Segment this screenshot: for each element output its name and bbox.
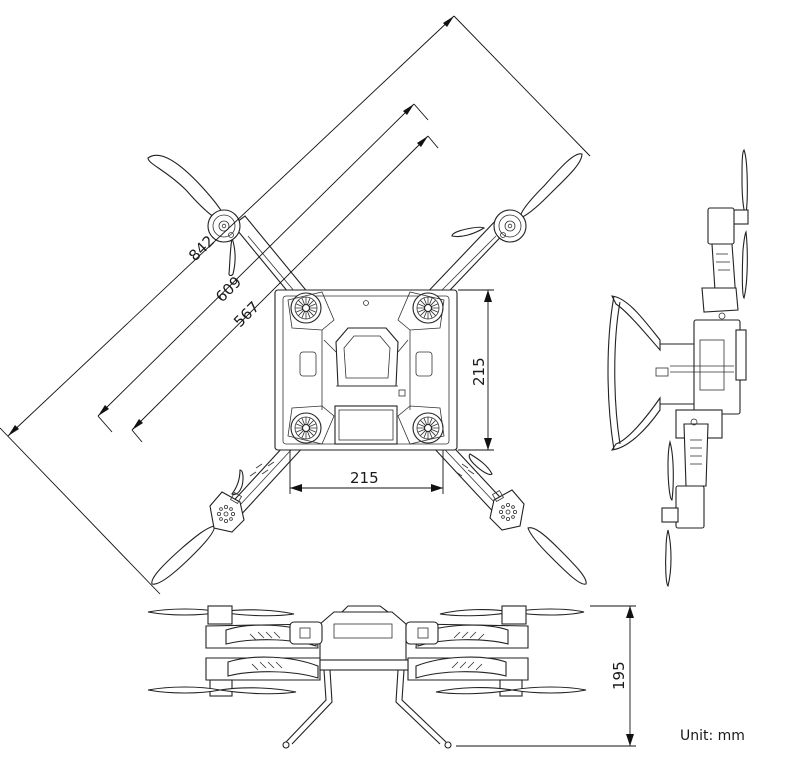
side-view — [608, 150, 748, 586]
dimension-label-215-horizontal: 215 — [350, 469, 379, 487]
top-view: 842 609 567 215 — [0, 16, 590, 594]
dimension-215-horizontal: 215 — [290, 450, 443, 494]
dimension-215-vertical: 215 — [458, 290, 494, 450]
fan-top-right — [413, 293, 443, 323]
dimension-label-609: 609 — [212, 273, 245, 306]
unit-label: Unit: mm — [680, 728, 745, 744]
motor-top-right — [494, 210, 526, 242]
dimension-label-215-vertical: 215 — [470, 357, 488, 386]
motor-top-left — [208, 210, 240, 242]
fan-bottom-left — [291, 413, 321, 443]
fan-bottom-right — [413, 413, 443, 443]
front-view: 195 — [148, 606, 636, 748]
dimension-label-195: 195 — [610, 661, 628, 690]
propeller-bottom-right — [469, 454, 586, 584]
dimension-label-567: 567 — [230, 298, 263, 331]
fan-top-left — [291, 293, 321, 323]
